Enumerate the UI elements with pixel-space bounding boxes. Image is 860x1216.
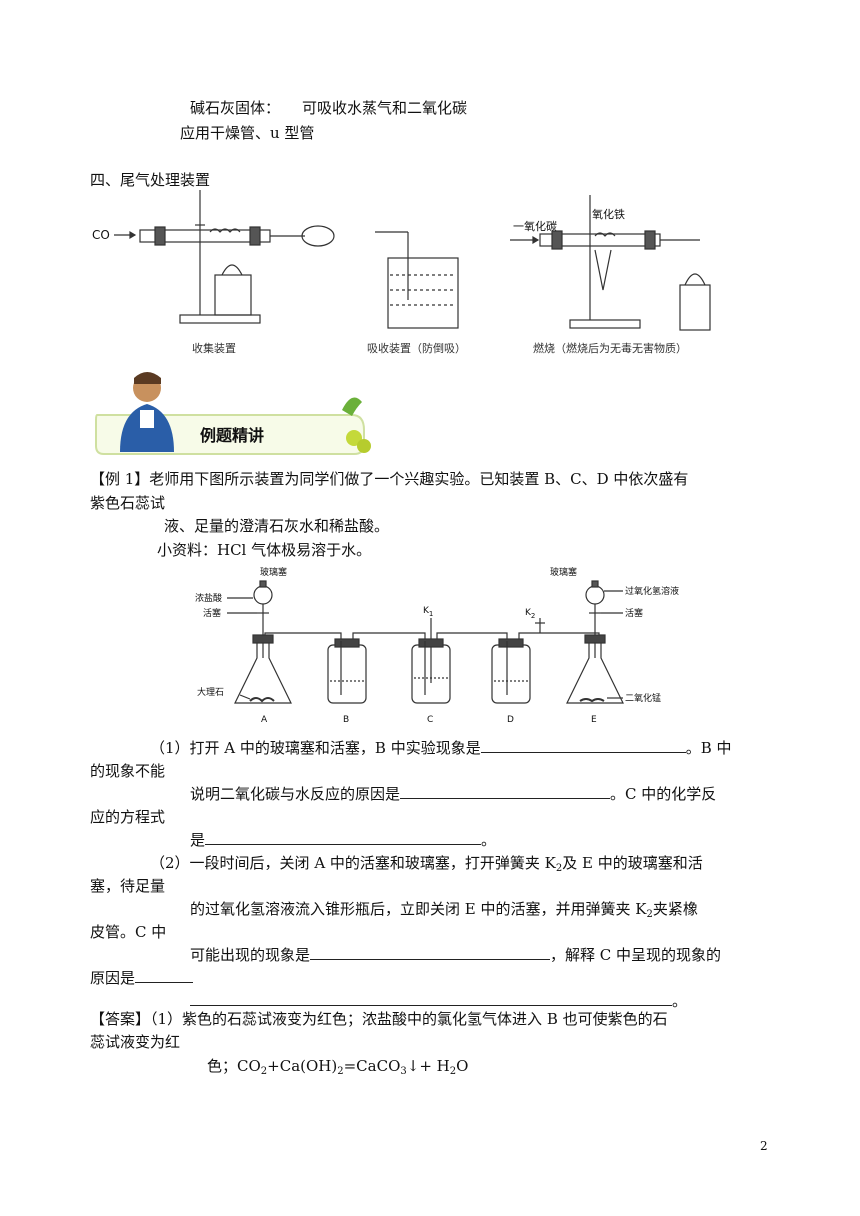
glass-stopper-right-label: 玻璃塞 [550,566,577,578]
teacher-collar [140,410,154,428]
marble-sample [249,697,275,703]
answer-blank[interactable] [205,830,482,845]
q2-line7: 。 [190,991,687,1011]
q2-line4: 皮管。C 中 [90,923,167,941]
banner-title: 例题精讲 [200,426,265,445]
co-label: CO [92,228,110,242]
separatory-funnel-e [585,585,605,605]
iron-oxide-label: 氧化铁 [592,207,625,221]
separatory-funnel-a [253,585,273,605]
valve-right-label: 活塞 [625,607,643,619]
q1-line4: 应的方程式 [90,808,166,826]
example-line3: 液、足量的澄清石灰水和稀盐酸。 [164,517,390,535]
bottle-b [327,644,367,704]
conc-hcl-label: 浓盐酸 [195,592,222,604]
marble-label: 大理石 [197,686,224,698]
k2-label: K2 [525,608,535,620]
teacher-hair [134,372,161,384]
glass-stopper-e [591,580,599,588]
glass-stopper-left-label: 玻璃塞 [260,566,287,578]
pointer [239,694,251,700]
example-line2: 紫色石蕊试 [90,494,166,512]
lamp-block [214,274,252,316]
q2-line3: 的过氧化氢溶液流入锥形瓶后，立即关闭 E 中的活塞，并用弹簧夹 K2夹紧橡 [190,900,698,920]
iron-oxide-sample [594,232,616,237]
example-line1: 【例 1】老师用下图所示装置为同学们做了一个兴趣实验。已知装置 B、C、D 中依… [90,470,689,488]
stand-base [569,319,641,329]
stopper-c [418,638,444,648]
alcohol-lamp [221,264,243,276]
answer-blank[interactable] [135,968,194,983]
co-text-left: 一氧化碳 [513,219,557,233]
soda-lime-name: 碱石灰固体： [190,99,281,117]
section-title: 四、尾气处理装置 [90,171,211,189]
k1-label: K1 [423,606,433,618]
collection-balloon [301,225,335,247]
stopper-a [252,634,274,644]
stopper-e [584,634,606,644]
q2-line6: 原因是 [90,968,194,988]
page-number: 2 [760,1139,768,1153]
stopper [249,226,261,246]
stopper-d [498,638,524,648]
flask-label-e: E [591,715,597,725]
alcohol-lamp [684,273,706,286]
answer-blank[interactable] [480,738,686,753]
leaf-icon [342,397,362,416]
flask-label-d: D [507,715,514,725]
q1-line2: 的现象不能 [90,762,166,780]
flask-label-c: C [427,715,433,725]
tube-cd [436,632,508,641]
grape-icon [346,430,362,446]
apparatus-figure: 玻璃塞 浓盐酸 活塞 大理石 K1 K2 玻璃塞 过氧化氢溶液 活塞 二氧化锰 … [195,566,679,725]
soda-lime-desc: 可吸收水蒸气和二氧化碳 [302,99,468,117]
q1-line1: （1）打开 A 中的玻璃塞和活塞，B 中实验现象是。B 中 [150,738,732,757]
answer-blank[interactable] [190,991,672,1006]
glass-stopper-a [259,580,267,588]
stopper [644,230,656,250]
flask-label-a: A [261,715,268,725]
flame [594,249,612,291]
lamp-block [679,284,711,331]
valve-left-label: 活塞 [203,607,221,619]
stopper [551,230,563,250]
h2o2-label: 过氧化氢溶液 [625,585,679,597]
caption-burn: 燃烧（燃烧后为无毒无害物质） [533,342,687,355]
q1-line3: 说明二氧化碳与水反应的原因是。C 中的化学反 [190,784,717,803]
arrow-head [532,235,540,245]
caption-absorb: 吸收装置（防倒吸） [367,342,466,355]
flask-label-b: B [343,715,349,725]
example-banner [95,372,371,455]
solid-sample [209,228,241,233]
bottle-d [491,644,531,704]
answer-line2: 蕊试液变为红 [90,1033,181,1051]
beaker [387,257,459,329]
mno2-label: 二氧化锰 [625,692,661,704]
stopper-b [334,638,360,648]
mno2-sample [579,698,605,703]
q2-line5: 可能出现的现象是，解释 C 中呈现的现象的 [190,945,722,964]
answer-blank[interactable] [400,784,611,799]
q2-line1: （2）一段时间后，关闭 A 中的活塞和玻璃塞，打开弹簧夹 K2及 E 中的玻璃塞… [150,854,703,874]
answer-line1: 【答案】（1）紫色的石蕊试液变为红色；浓盐酸中的氯化氢气体进入 B 也可使紫色的… [90,1010,668,1028]
answer-line3: 色；CO2+Ca(OH)2=CaCO3↓+ H2O [207,1057,469,1077]
stopper [154,226,166,246]
tube-bc [352,632,426,641]
q2-line2: 塞，待足量 [90,877,166,895]
arrow-head [129,230,137,240]
tube-ab [264,632,342,641]
q1-line5: 是。 [190,830,497,849]
soda-lime-usage: 应用干燥管、u 型管 [180,124,315,142]
grape-icon [357,439,371,453]
example-line4: 小资料：HCl 气体极易溶于水。 [157,541,372,559]
answer-blank[interactable] [310,945,551,960]
stand-base [179,314,261,324]
tail-gas-figure: CO 一氧化碳 氧化铁 [92,190,711,331]
caption-collect: 收集装置 [192,342,236,355]
